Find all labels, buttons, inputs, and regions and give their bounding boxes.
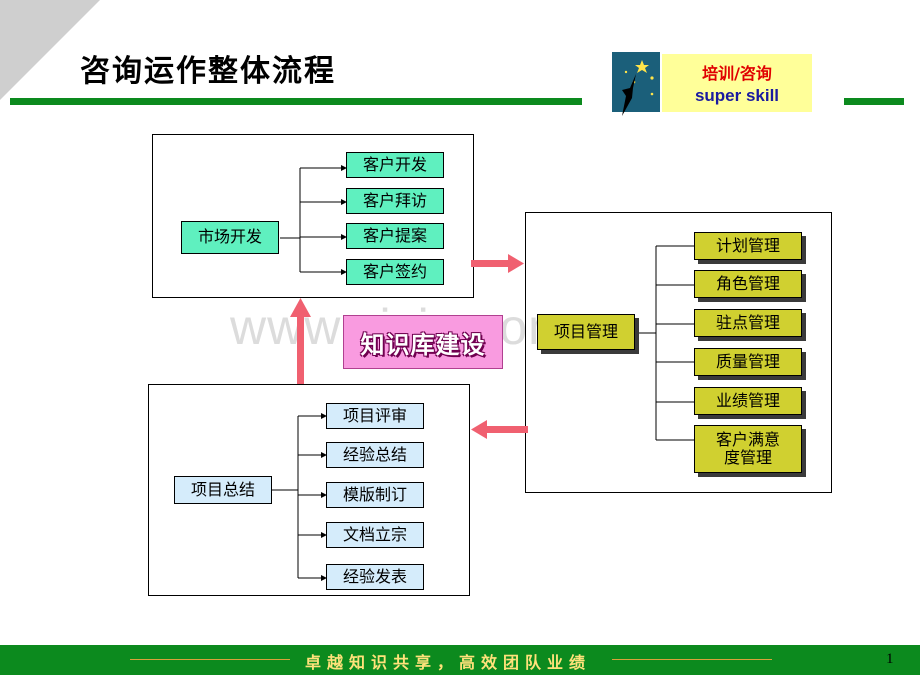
- summary-frame: [148, 384, 470, 596]
- header-rule: [10, 98, 582, 105]
- flow-arrow-up: [290, 298, 311, 384]
- project-mgmt-item-5: 业绩管理: [694, 387, 802, 415]
- footer-rule-left: [130, 659, 290, 660]
- knowledge-base-label: 知识库建设: [343, 315, 503, 369]
- brand-line2: super skill: [694, 86, 780, 105]
- project-mgmt-item-2: 角色管理: [694, 270, 802, 298]
- brand-line1: 培训/咨询: [702, 64, 772, 83]
- star-figure-icon: [612, 52, 660, 116]
- page-number: 1: [886, 651, 894, 667]
- project-mgmt-item-4: 质量管理: [694, 348, 802, 376]
- market-item-4: 客户签约: [346, 259, 444, 285]
- project-mgmt-frame: [525, 212, 832, 493]
- page-title: 咨询运作整体流程: [80, 54, 336, 89]
- market-root-box: 市场开发: [181, 221, 279, 254]
- footer-rule-right: [612, 659, 772, 660]
- header-corner-decoration: [0, 0, 100, 100]
- summary-root-box: 项目总结: [174, 476, 272, 504]
- footer-slogan: 卓越知识共享，高效团队业绩: [305, 653, 592, 672]
- project-mgmt-root-box: 项目管理: [537, 314, 635, 350]
- market-frame: [152, 134, 474, 298]
- footer-bar: 卓越知识共享，高效团队业绩 1: [0, 645, 920, 675]
- flow-arrow-right: [471, 254, 524, 273]
- project-mgmt-tree-lines: [636, 245, 694, 441]
- project-mgmt-item-1: 计划管理: [694, 232, 802, 260]
- summary-item-1: 项目评审: [326, 403, 424, 429]
- market-item-3: 客户提案: [346, 223, 444, 249]
- market-tree-lines: [280, 165, 347, 275]
- project-mgmt-item-6: 客户满意度管理: [694, 425, 802, 473]
- summary-tree-lines: [272, 413, 327, 581]
- market-item-2: 客户拜访: [346, 188, 444, 214]
- brand-badge: 培训/咨询 super skill: [662, 54, 812, 112]
- project-mgmt-item-3: 驻点管理: [694, 309, 802, 337]
- flow-arrow-left: [471, 420, 528, 439]
- summary-item-3: 模版制订: [326, 482, 424, 508]
- summary-item-5: 经验发表: [326, 564, 424, 590]
- knowledge-base-text: 知识库建设: [360, 329, 486, 359]
- summary-item-2: 经验总结: [326, 442, 424, 468]
- header-rule-right: [844, 98, 904, 105]
- market-item-1: 客户开发: [346, 152, 444, 178]
- summary-item-4: 文档立宗: [326, 522, 424, 548]
